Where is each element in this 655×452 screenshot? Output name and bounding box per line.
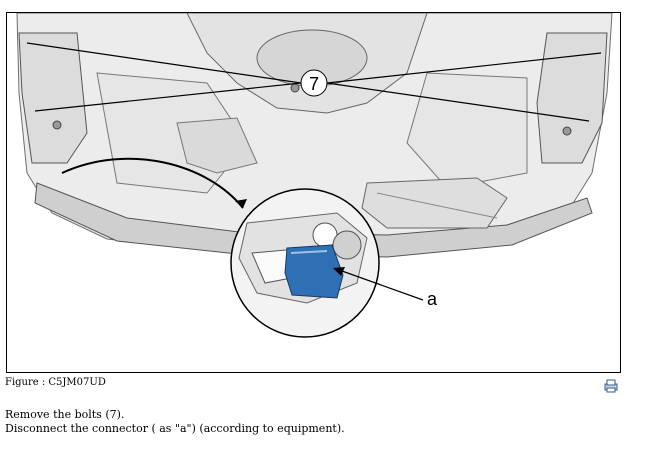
connector-a	[284, 244, 344, 299]
zoom-arrow-head	[235, 199, 247, 208]
figure-frame: 7 a	[6, 12, 621, 373]
right-bracket	[361, 177, 508, 229]
bolt-left	[52, 120, 62, 130]
right-floor-pan	[406, 72, 528, 189]
instruction-step: Remove the bolts (7).	[5, 408, 125, 421]
bolt-right	[562, 126, 572, 136]
right-arch	[536, 32, 608, 164]
callout-7-bubble	[300, 69, 328, 97]
bolt-center	[290, 83, 300, 93]
callout-7-label: 7	[309, 74, 319, 94]
instruction-step: Disconnect the connector ( as "a") (acco…	[5, 422, 345, 435]
leader-line-7	[26, 42, 302, 84]
vehicle-underbody-illustration: 7 a	[16, 13, 613, 338]
zoom-leader-arrow	[61, 157, 244, 209]
leader-line-7	[326, 82, 590, 122]
zoom-detail	[230, 188, 380, 338]
leader-line-7	[326, 52, 602, 84]
callout-a-label: a	[427, 289, 438, 309]
left-arch	[18, 32, 88, 164]
instructions: Remove the bolts (7). Disconnect the con…	[5, 408, 345, 436]
floor-recess	[176, 117, 258, 174]
figure-caption: Figure : C5JM07UD	[5, 377, 106, 388]
leader-a-arrowhead	[333, 267, 345, 276]
bracket-rib	[376, 192, 498, 219]
leader-line-a	[341, 270, 424, 301]
leader-line-7	[34, 82, 302, 112]
print-icon[interactable]	[604, 378, 618, 393]
